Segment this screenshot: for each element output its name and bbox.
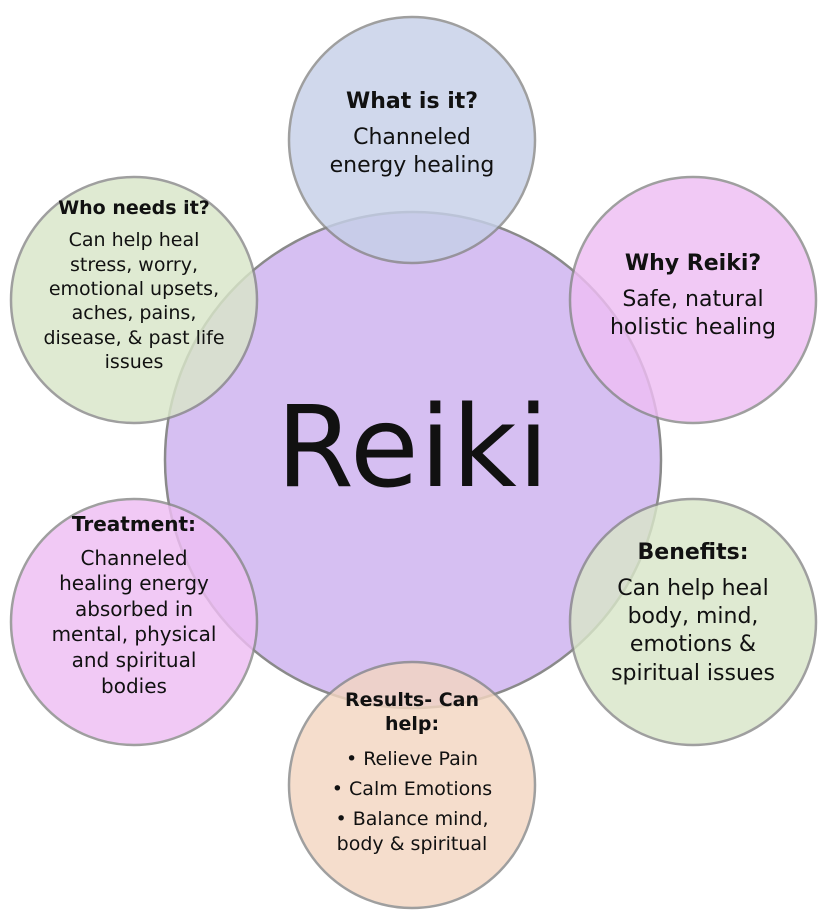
node-benefits-title: Benefits: [637,540,749,565]
node-benefits: Benefits: Can help heal body, mind, emot… [603,539,783,688]
node-what: What is it? Channeled energy healing [317,88,507,180]
node-results-title: Results- Can help: [344,689,480,736]
node-treatment-body: Channeled healing energy absorbed in men… [51,545,217,698]
node-what-body: Channeled energy healing [329,125,495,179]
node-why-title: Why Reiki? [624,251,762,276]
node-circle-why [568,175,818,425]
results-item: • Calm Emotions [331,777,493,800]
node-circle-treatment [9,497,259,747]
node-treatment: Treatment: Channeled healing energy abso… [44,512,224,699]
node-results: Results- Can help: • Relieve Pain • Calm… [322,688,502,862]
node-who-body: Can help heal stress, worry, emotional u… [43,229,225,373]
node-results-list: • Relieve Pain • Calm Emotions • Balance… [322,747,502,856]
node-what-title: What is it? [345,89,479,114]
center-title: Reiki [276,383,550,513]
node-who-title: Who needs it? [58,197,210,219]
node-circle-benefits [568,497,818,747]
node-why-body: Safe, natural holistic healing [609,287,776,341]
node-circle-who [9,175,259,425]
node-who: Who needs it? Can help heal stress, worr… [39,196,229,374]
node-circle-what [287,15,537,265]
node-why: Why Reiki? Safe, natural holistic healin… [598,250,788,342]
results-item: • Balance mind, body & spiritual [335,808,489,855]
node-benefits-body: Can help heal body, mind, emotions & spi… [611,576,775,686]
node-treatment-title: Treatment: [71,512,197,536]
node-circle-results [287,660,537,910]
results-item: • Relieve Pain [345,747,479,770]
